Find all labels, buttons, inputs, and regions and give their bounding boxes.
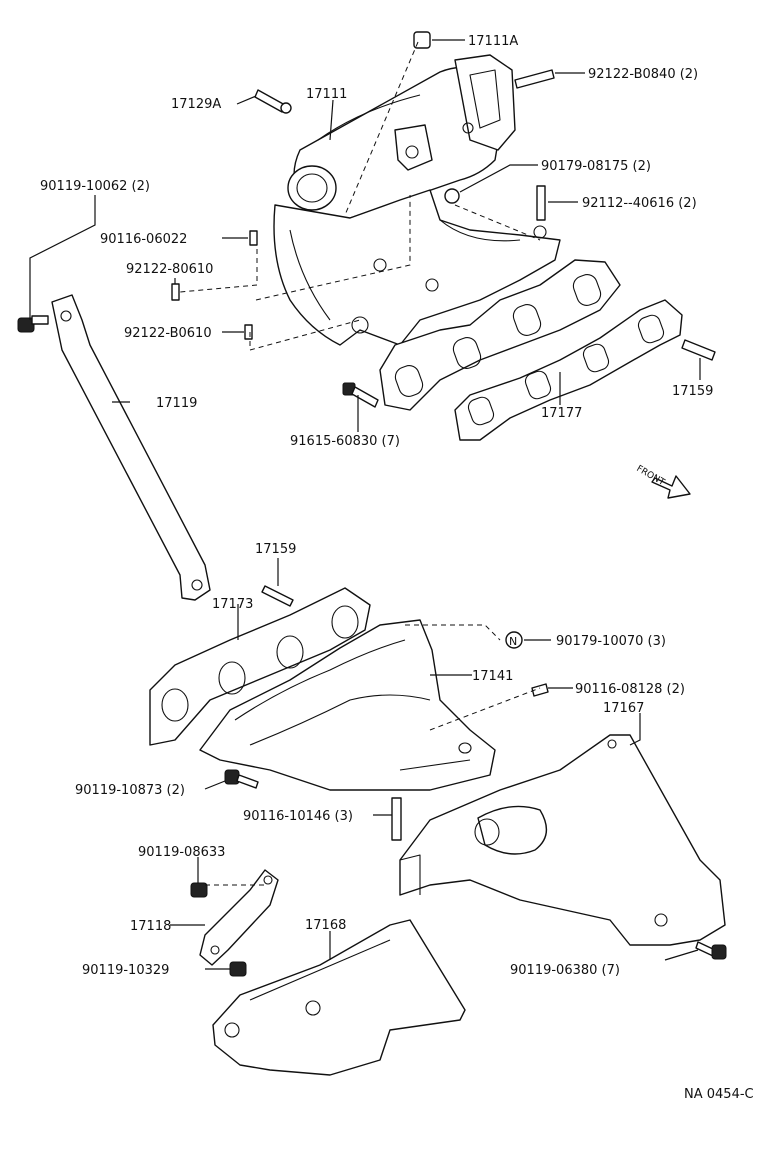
- manifold-stay-17119: [51, 294, 211, 601]
- upper-reference-lines: [179, 41, 541, 351]
- callout-90116-06022: 90116-06022: [100, 232, 187, 247]
- callout-17159-upper: 17159: [672, 384, 713, 399]
- callout-92112-40616: 92112--40616 (2): [582, 196, 697, 211]
- heat-insulator-17167: [399, 734, 726, 946]
- exhaust-manifold-17141: [199, 619, 496, 791]
- callout-90119-06380: 90119-06380 (7): [510, 963, 620, 978]
- callout-90116-10146: 90116-10146 (3): [243, 809, 353, 824]
- callout-17173: 17173: [212, 597, 253, 612]
- callout-92122-B0840: 92122-B0840 (2): [588, 67, 698, 82]
- callout-91615-60830: 91615-60830 (7): [290, 434, 400, 449]
- manifold-gasket-17177: [454, 299, 683, 441]
- callout-17168: 17168: [305, 918, 346, 933]
- leader-lines: [29, 39, 701, 970]
- part-number-callouts: 17111A 92122-B0840 (2) 17129A 17111 9017…: [40, 34, 713, 978]
- lower-reference-lines: [205, 624, 541, 886]
- callout-17129A: 17129A: [171, 97, 221, 112]
- callout-90119-10329: 90119-10329: [82, 963, 169, 978]
- heat-insulator-17168: [212, 919, 466, 1076]
- new-part-symbol: N: [509, 635, 517, 648]
- callout-17111: 17111: [306, 87, 347, 102]
- callout-17177: 17177: [541, 406, 582, 421]
- callout-90119-10062: 90119-10062 (2): [40, 179, 150, 194]
- lower-fasteners: N: [190, 585, 727, 977]
- manifold-gasket-17173: [149, 587, 371, 746]
- front-label: FRONT: [635, 464, 667, 488]
- manifold-head-flange: [379, 259, 621, 411]
- callout-90179-08175: 90179-08175 (2): [541, 159, 651, 174]
- callout-17167: 17167: [603, 701, 644, 716]
- callout-17118: 17118: [130, 919, 171, 934]
- callout-90116-08128: 90116-08128 (2): [575, 682, 685, 697]
- callout-90179-10070: 90179-10070 (3): [556, 634, 666, 649]
- upper-fasteners: [17, 31, 716, 408]
- manifold-converter-17111: [273, 54, 561, 346]
- callout-90119-10873: 90119-10873 (2): [75, 783, 185, 798]
- callout-92122-B0610: 92122-B0610: [124, 326, 212, 341]
- front-direction-arrow: FRONT: [635, 464, 691, 499]
- diagram-code: NA 0454-C: [684, 1087, 754, 1102]
- callout-92122-80610: 92122-80610: [126, 262, 213, 277]
- bracket-17118: [199, 869, 279, 966]
- callout-17119: 17119: [156, 396, 197, 411]
- callout-90119-08633: 90119-08633: [138, 845, 225, 860]
- callout-17141: 17141: [472, 669, 513, 684]
- callout-17111A: 17111A: [468, 34, 518, 49]
- callout-17159-lower: 17159: [255, 542, 296, 557]
